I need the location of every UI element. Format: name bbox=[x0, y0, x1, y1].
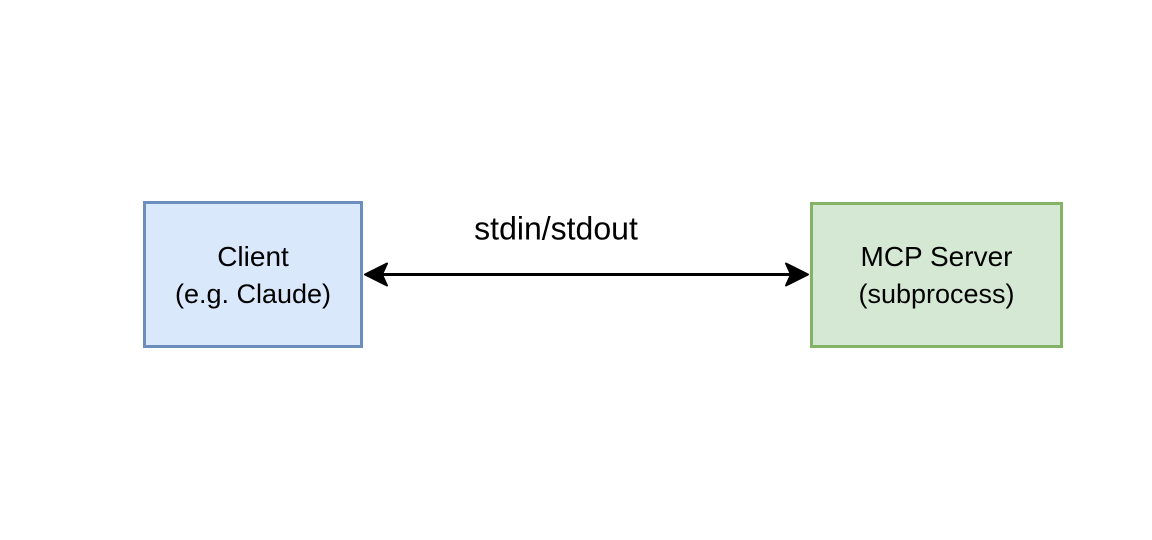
arrowhead-left-icon bbox=[364, 262, 388, 287]
mcp-server-node-subtitle: (subprocess) bbox=[858, 279, 1015, 309]
client-node-title: Client bbox=[217, 240, 289, 272]
mcp-server-node-title: MCP Server bbox=[860, 241, 1013, 272]
client-node-subtitle: (e.g. Claude) bbox=[174, 278, 332, 309]
arrowhead-right-icon bbox=[785, 262, 809, 287]
edge-label: stdin/stdout bbox=[474, 210, 638, 247]
client-node: Client (e.g. Claude) bbox=[143, 201, 363, 348]
mcp-server-node: MCP Server (subprocess) bbox=[810, 202, 1063, 348]
